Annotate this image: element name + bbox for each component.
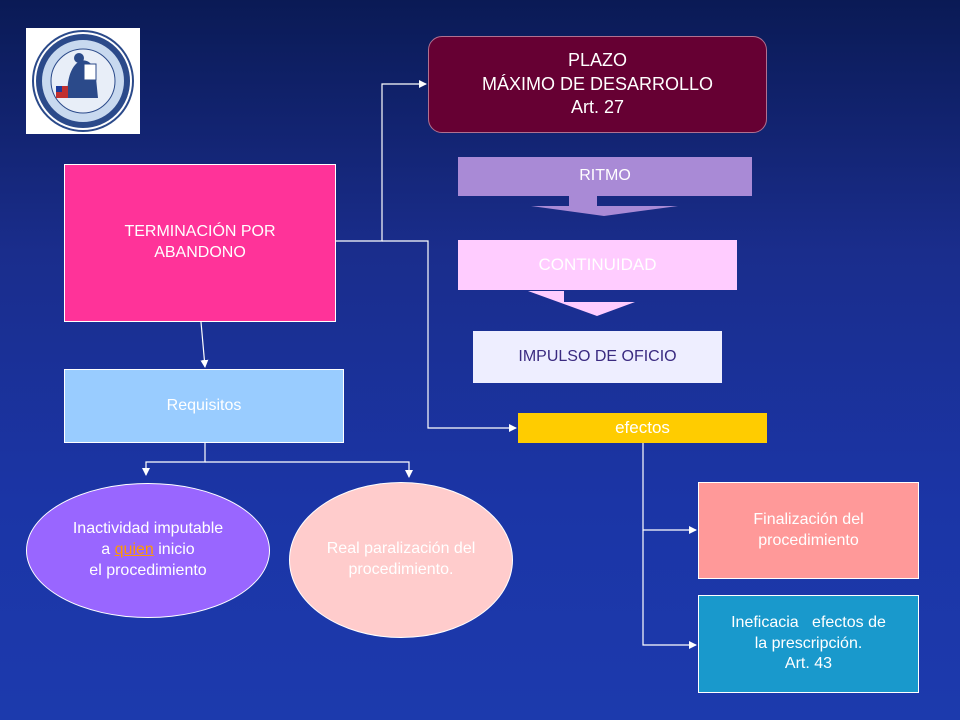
terminacion-line-1: TERMINACIÓN POR	[124, 223, 276, 241]
finalizacion-line-1: Finalización del	[753, 510, 864, 528]
inactividad-suffix: inicio	[153, 541, 195, 559]
plazo-line-3: Art. 27	[570, 97, 624, 118]
finalizacion-box: Finalización del procedimiento	[698, 482, 919, 579]
continuidad-label: CONTINUIDAD	[538, 254, 657, 274]
contraloria-logo	[26, 28, 140, 134]
plazo-line-1: PLAZO	[567, 50, 627, 71]
plazo-line-2: MÁXIMO DE DESARROLLO	[481, 73, 714, 94]
efectos-box: efectos	[518, 413, 767, 443]
connector-efectos-finalizacion	[642, 443, 697, 534]
terminacion-line-2: ABANDONO	[154, 244, 246, 261]
inactividad-line-1: Inactividad imputable	[72, 520, 224, 538]
arrow-ritmo-continuidad	[531, 196, 678, 216]
ineficacia-box: Ineficacia efectos de la prescripción. A…	[698, 595, 919, 693]
ineficacia-line-3: Art. 43	[784, 655, 833, 673]
connector-terminacion-efectos	[382, 240, 517, 432]
impulso-box: IMPULSO DE OFICIO	[473, 331, 722, 383]
inactividad-line-3: el procedimiento	[89, 561, 207, 579]
requisitos-box: Requisitos	[64, 369, 344, 443]
real-paralizacion-ellipse: Real paralización del procedimiento.	[289, 482, 513, 638]
inactividad-ellipse: Inactividad imputable a quien inicio el …	[26, 483, 270, 618]
impulso-label: IMPULSO DE OFICIO	[518, 347, 677, 365]
inactividad-line-2: a quien inicio	[73, 540, 223, 561]
real-line-2: procedimiento.	[348, 561, 454, 578]
arrow-continuidad-impulso	[528, 291, 635, 316]
continuidad-box: CONTINUIDAD	[458, 240, 737, 290]
terminacion-box: TERMINACIÓN POR ABANDONO	[64, 164, 336, 322]
ritmo-label: RITMO	[579, 167, 631, 185]
connector-requisitos-inactividad	[142, 443, 206, 476]
ritmo-box: RITMO	[458, 157, 752, 196]
finalizacion-line-2: procedimiento	[758, 531, 859, 549]
efectos-label: efectos	[615, 417, 670, 437]
quien-link[interactable]: quien	[114, 541, 154, 559]
real-line-1: Real paralización del	[326, 540, 476, 558]
inactividad-prefix: a	[101, 541, 115, 559]
seal-icon	[32, 30, 134, 132]
requisitos-label: Requisitos	[166, 396, 242, 414]
plazo-box: PLAZO MÁXIMO DE DESARROLLO Art. 27	[428, 36, 767, 133]
connector-terminacion-requisitos	[200, 321, 209, 368]
connector-terminacion-plazo	[336, 80, 427, 242]
connector-requisitos-real	[205, 461, 413, 478]
ineficacia-line-2: la prescripción.	[754, 634, 863, 652]
ineficacia-line-1: Ineficacia efectos de	[731, 613, 886, 631]
connector-efectos-ineficacia	[642, 530, 697, 649]
